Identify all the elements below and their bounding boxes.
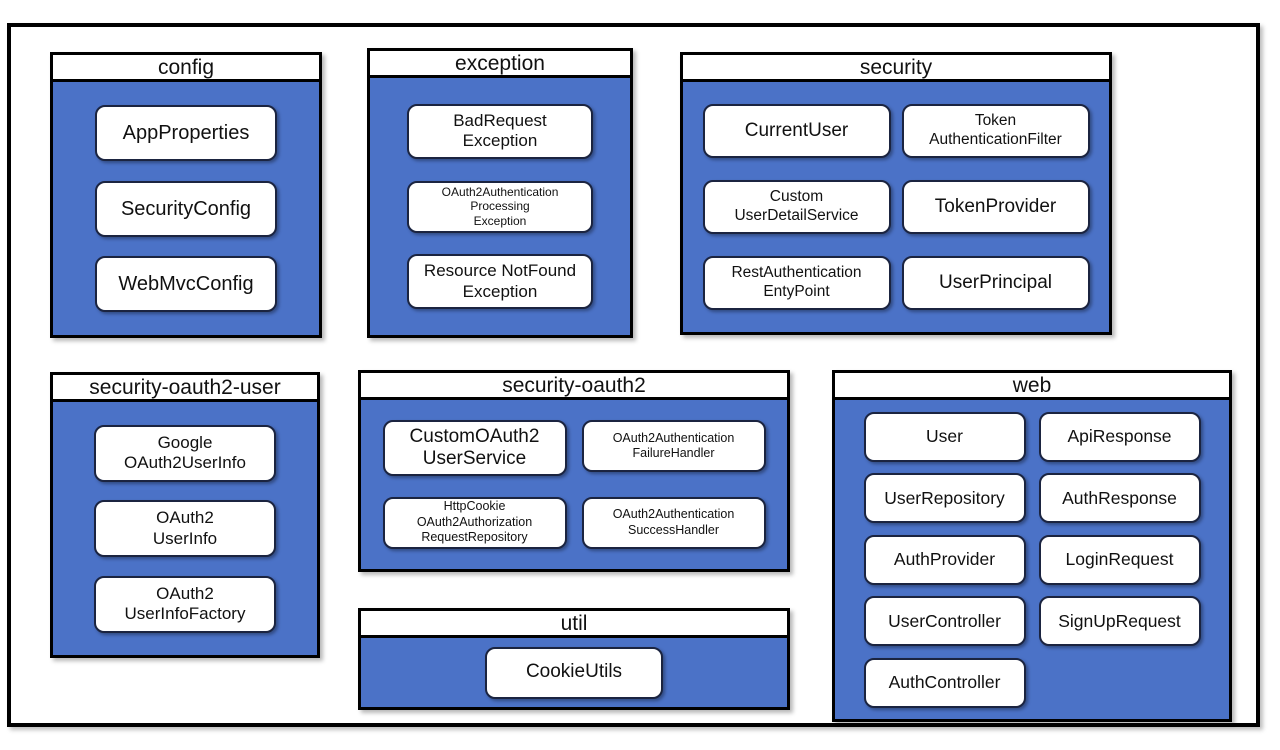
class-box-bad-request-exception: BadRequest Exception bbox=[407, 103, 593, 159]
class-box-api-response: ApiResponse bbox=[1038, 411, 1201, 462]
package-title-security: security bbox=[683, 55, 1109, 82]
class-box-oauth2-user-info: OAuth2 UserInfo bbox=[94, 500, 276, 557]
class-box-auth-controller: AuthController bbox=[863, 657, 1026, 708]
class-box-user-repository: UserRepository bbox=[863, 473, 1026, 523]
class-box-sign-up-request: SignUpRequest bbox=[1038, 596, 1201, 646]
class-box-security-config: SecurityConfig bbox=[95, 180, 277, 237]
package-body-web: User ApiResponse UserRepository AuthResp… bbox=[835, 400, 1229, 719]
class-box-resource-not-found-exception: Resource NotFound Exception bbox=[407, 254, 593, 310]
class-box-oauth2-user-info-factory: OAuth2 UserInfoFactory bbox=[94, 575, 276, 633]
class-box-current-user: CurrentUser bbox=[702, 104, 891, 158]
package-config: config AppProperties SecurityConfig WebM… bbox=[50, 52, 322, 338]
class-box-user-controller: UserController bbox=[863, 596, 1026, 646]
package-web: web User ApiResponse UserRepository Auth… bbox=[832, 370, 1232, 722]
class-box-web-mvc-config: WebMvcConfig bbox=[95, 255, 277, 312]
class-box-user: User bbox=[863, 411, 1026, 462]
class-box-oauth2-authentication-failure-handler: OAuth2Authentication FailureHandler bbox=[581, 420, 766, 473]
package-security: security CurrentUser Token Authenticatio… bbox=[680, 52, 1112, 335]
class-box-token-authentication-filter: Token AuthenticationFilter bbox=[901, 104, 1090, 158]
class-box-auth-response: AuthResponse bbox=[1038, 473, 1201, 523]
class-box-token-provider: TokenProvider bbox=[901, 180, 1090, 234]
class-box-auth-provider: AuthProvider bbox=[863, 534, 1026, 585]
package-title-util: util bbox=[361, 611, 787, 638]
package-util: util CookieUtils bbox=[358, 608, 790, 710]
package-body-security-oauth2-user: Google OAuth2UserInfo OAuth2 UserInfo OA… bbox=[53, 402, 317, 655]
package-body-security-oauth2: CustomOAuth2 UserService OAuth2Authentic… bbox=[361, 400, 787, 569]
class-box-app-properties: AppProperties bbox=[95, 105, 277, 162]
package-body-security: CurrentUser Token AuthenticationFilter C… bbox=[683, 82, 1109, 332]
package-title-security-oauth2-user: security-oauth2-user bbox=[53, 375, 317, 402]
package-title-exception: exception bbox=[370, 51, 630, 78]
class-box-login-request: LoginRequest bbox=[1038, 534, 1201, 585]
class-box-oauth2-authentication-success-handler: OAuth2Authentication SuccessHandler bbox=[581, 496, 766, 549]
package-title-web: web bbox=[835, 373, 1229, 400]
package-title-config: config bbox=[53, 55, 319, 82]
class-box-custom-oauth2-user-service: CustomOAuth2 UserService bbox=[382, 420, 567, 477]
class-box-http-cookie-oauth2-authorization-request-repository: HttpCookie OAuth2Authorization RequestRe… bbox=[382, 496, 567, 549]
class-box-google-oauth2-user-info: Google OAuth2UserInfo bbox=[94, 424, 276, 482]
class-box-user-principal: UserPrincipal bbox=[901, 256, 1090, 310]
package-security-oauth2-user: security-oauth2-user Google OAuth2UserIn… bbox=[50, 372, 320, 658]
class-box-oauth2-authentication-processing-exception: OAuth2Authentication Processing Exceptio… bbox=[407, 180, 593, 233]
class-box-cookie-utils: CookieUtils bbox=[485, 646, 663, 699]
package-body-util: CookieUtils bbox=[361, 638, 787, 707]
package-body-config: AppProperties SecurityConfig WebMvcConfi… bbox=[53, 82, 319, 335]
package-exception: exception BadRequest Exception OAuth2Aut… bbox=[367, 48, 633, 338]
package-title-security-oauth2: security-oauth2 bbox=[361, 373, 787, 400]
package-body-exception: BadRequest Exception OAuth2Authenticatio… bbox=[370, 78, 630, 335]
package-security-oauth2: security-oauth2 CustomOAuth2 UserService… bbox=[358, 370, 790, 572]
class-box-rest-authentication-enty-point: RestAuthentication EntyPoint bbox=[702, 256, 891, 310]
class-box-custom-user-detail-service: Custom UserDetailService bbox=[702, 180, 891, 234]
